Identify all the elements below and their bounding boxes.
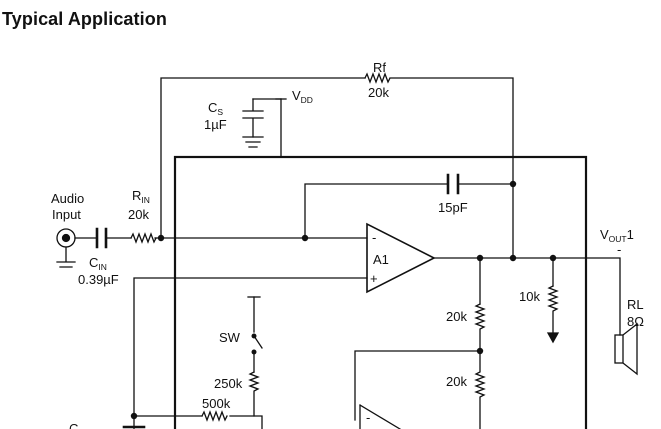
r500k-resistor [201,410,228,422]
cf-capacitor [446,173,460,195]
ic-package-outline [173,155,588,429]
divider-mid-wire [354,350,481,421]
cin-label: CIN [89,255,107,272]
jack-ground [56,246,76,268]
r10k-resistor [547,285,559,334]
audio-input-label-2: Input [52,207,81,222]
amp-a1-triangle [366,222,436,294]
bias-wire [133,415,263,429]
r10k-value-label: 10k [519,289,540,304]
vout-minus-label: - [617,242,621,257]
rin-value-label: 20k [128,207,149,222]
divider-1-value-label: 20k [446,309,467,324]
cin-value-label: 0.39µF [78,272,119,287]
feedback-wire [160,77,514,239]
amp-a1-minus: - [372,230,376,245]
vdd-label: VDD [292,88,313,105]
cb-partial-label: C [69,421,78,429]
rl-name-label: RL [627,297,644,312]
audio-input-jack-inner [61,233,71,243]
r500k-value-label: 500k [202,396,231,411]
rin-resistor [130,232,157,244]
cf-value-label: 15pF [438,200,468,215]
r250k-resistor [248,371,260,417]
cs-capacitor [242,98,264,138]
divider-resistor-1 [474,303,486,352]
input-wire [74,183,514,239]
vout-label: VOUT1 [600,227,634,244]
speaker-cone [622,322,638,376]
output-wire [433,183,621,336]
cs-label: CS [208,100,223,117]
rl-value-label: 8Ω [627,314,644,329]
rf-name-label: Rf [373,60,386,75]
divider-resistor-2 [474,350,486,429]
cs-ground [242,136,264,148]
rf-value-label: 20k [368,85,389,100]
cin-capacitor [95,227,108,249]
rf-resistor [364,72,391,84]
r10k-arrow [546,332,560,344]
amp-a2-minus: - [366,410,370,425]
amp-a1-plus: + [370,271,378,286]
amp-a1-plus-wire [133,277,368,429]
audio-input-label-1: Audio [51,191,84,206]
sw-label: SW [219,330,241,345]
amp-a1-label: A1 [373,252,389,267]
speaker-body [614,334,624,364]
junction-dots [130,180,557,420]
cs-value-label: 1µF [204,117,227,132]
r250k-value-label: 250k [214,376,243,391]
rin-label: RIN [132,188,150,205]
page-title: Typical Application [2,9,167,29]
divider-2-value-label: 20k [446,374,467,389]
amp-a2-triangle-partial [359,404,401,429]
